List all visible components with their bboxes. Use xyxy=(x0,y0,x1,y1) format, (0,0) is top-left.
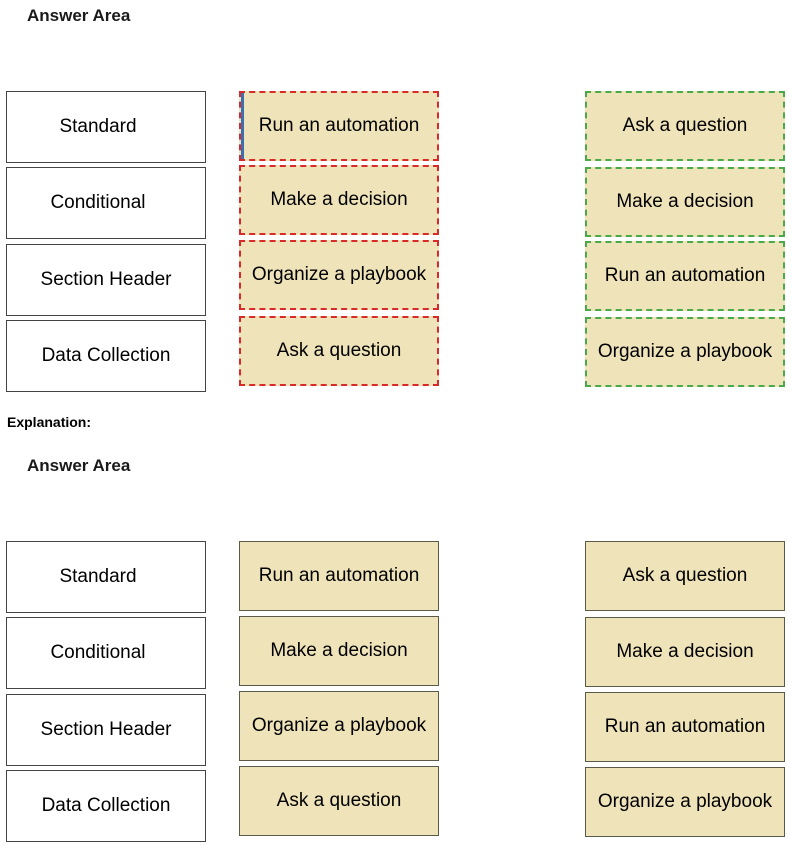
label-text: Data Collection xyxy=(41,345,171,366)
answer-slot-standard[interactable]: Run an automation xyxy=(239,541,439,611)
tile-text: Make a decision xyxy=(270,189,408,210)
answer-slot-conditional[interactable]: Make a decision xyxy=(239,165,439,235)
answer-slot-data-collection[interactable]: Ask a question xyxy=(239,766,439,836)
tile-text: Organize a playbook xyxy=(251,264,427,285)
source-tile-ask-a-question[interactable]: Ask a question xyxy=(585,91,785,161)
label-text: Standard xyxy=(59,116,137,137)
source-tile-run-an-automation[interactable]: Run an automation xyxy=(585,692,785,762)
tile-text: Organize a playbook xyxy=(597,791,773,812)
label-text: Standard xyxy=(59,566,137,587)
answer-slot-standard[interactable]: Run an automation xyxy=(239,91,439,161)
answer-area-title: Answer Area xyxy=(27,6,131,25)
tile-text: Make a decision xyxy=(270,640,408,661)
label-text: Conditional xyxy=(50,642,146,663)
label-standard: Standard xyxy=(6,541,206,613)
source-tile-make-a-decision[interactable]: Make a decision xyxy=(585,617,785,687)
answer-area-question: Answer Area Standard Conditional Section… xyxy=(0,0,792,400)
answer-slot-data-collection[interactable]: Ask a question xyxy=(239,316,439,386)
source-tile-organize-a-playbook[interactable]: Organize a playbook xyxy=(585,767,785,837)
label-text: Section Header xyxy=(40,269,172,290)
label-conditional: Conditional xyxy=(6,167,206,239)
answer-slot-section-header[interactable]: Organize a playbook xyxy=(239,240,439,310)
label-data-collection: Data Collection xyxy=(6,770,206,842)
label-section-header: Section Header xyxy=(6,694,206,766)
tile-text: Make a decision xyxy=(616,641,754,662)
tile-text: Organize a playbook xyxy=(251,715,427,736)
source-tile-organize-a-playbook[interactable]: Organize a playbook xyxy=(585,317,785,387)
answer-area-explanation: Answer Area Standard Conditional Section… xyxy=(0,450,792,850)
source-tile-run-an-automation[interactable]: Run an automation xyxy=(585,241,785,311)
explanation-label: Explanation: xyxy=(7,414,92,430)
label-conditional: Conditional xyxy=(6,617,206,689)
source-tile-make-a-decision[interactable]: Make a decision xyxy=(585,167,785,237)
tile-text: Ask a question xyxy=(622,115,748,136)
tile-text: Ask a question xyxy=(622,565,748,586)
label-text: Data Collection xyxy=(41,795,171,816)
label-section-header: Section Header xyxy=(6,244,206,316)
answer-slot-conditional[interactable]: Make a decision xyxy=(239,616,439,686)
label-standard: Standard xyxy=(6,91,206,163)
tile-text: Run an automation xyxy=(604,265,766,286)
tile-text: Ask a question xyxy=(276,790,402,811)
tile-text: Make a decision xyxy=(616,191,754,212)
label-text: Conditional xyxy=(50,192,146,213)
tile-text: Organize a playbook xyxy=(597,341,773,362)
label-text: Section Header xyxy=(40,719,172,740)
tile-text: Run an automation xyxy=(604,716,766,737)
answer-slot-section-header[interactable]: Organize a playbook xyxy=(239,691,439,761)
tile-text: Ask a question xyxy=(276,340,402,361)
source-tile-ask-a-question[interactable]: Ask a question xyxy=(585,541,785,611)
tile-text: Run an automation xyxy=(258,565,420,586)
answer-area-title: Answer Area xyxy=(27,456,131,475)
label-data-collection: Data Collection xyxy=(6,320,206,392)
tile-text: Run an automation xyxy=(258,115,420,136)
